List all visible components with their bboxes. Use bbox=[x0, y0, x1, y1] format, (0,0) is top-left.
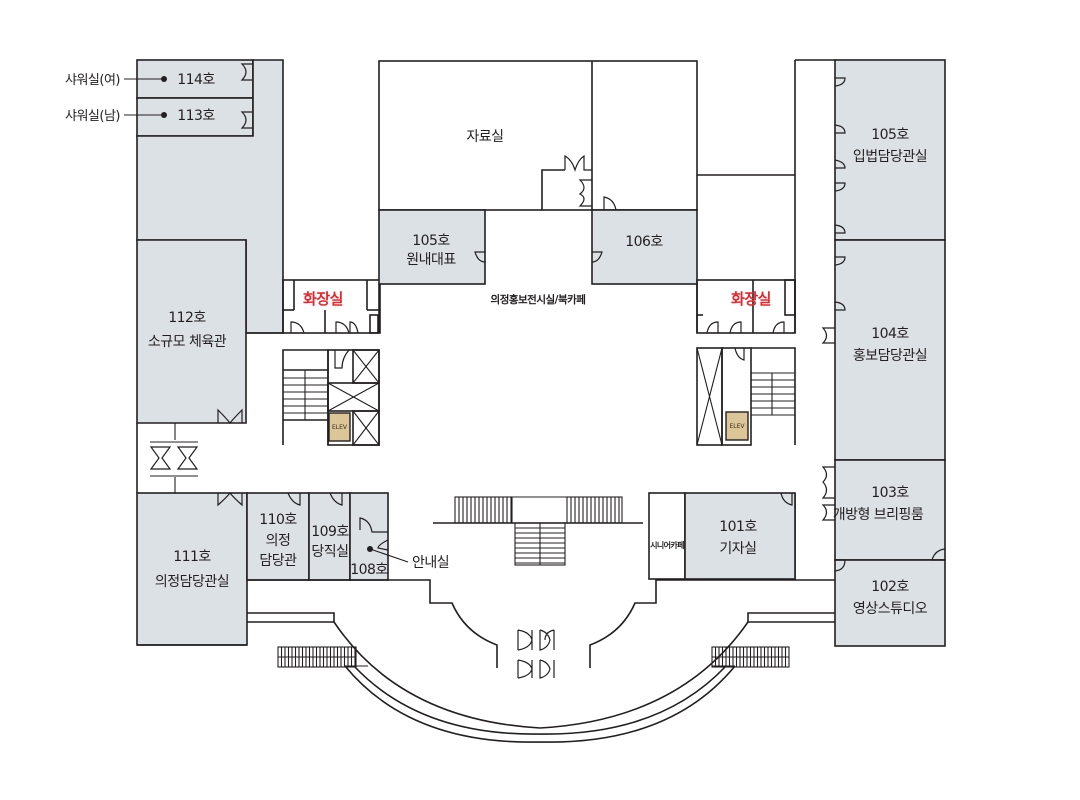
door-103-icon[interactable] bbox=[821, 466, 835, 499]
room-105w-name: 원내대표 bbox=[406, 252, 456, 268]
callout-108: 안내실 bbox=[367, 546, 450, 571]
south-east-steps-icon bbox=[711, 646, 790, 668]
door-114-icon[interactable] bbox=[240, 63, 253, 81]
elevator-label: ELEV bbox=[332, 424, 348, 431]
room-111-name: 의정담당관실 bbox=[155, 574, 229, 590]
east-wing bbox=[794, 59, 946, 647]
room-105e-name: 입법담당관실 bbox=[853, 149, 927, 165]
room-111[interactable] bbox=[136, 492, 248, 646]
door-archive-icon[interactable] bbox=[564, 154, 592, 173]
room-103[interactable] bbox=[834, 459, 946, 561]
hall-name: 의정홍보전시실/북카페 bbox=[491, 293, 586, 306]
senior-cafe[interactable] bbox=[648, 492, 686, 580]
door-112-icon[interactable] bbox=[217, 408, 243, 424]
restroom-west-label: 화장실 bbox=[303, 290, 343, 308]
room-113[interactable] bbox=[136, 97, 254, 137]
callout-label-114: 샤워실(여) bbox=[65, 73, 120, 88]
door-101-icon[interactable] bbox=[780, 492, 793, 506]
room-110-name-line1: 의정 bbox=[266, 533, 291, 549]
room-103-name: 개방형 브리핑룸 bbox=[833, 507, 924, 523]
shafts-west bbox=[327, 349, 380, 446]
elevator-icon bbox=[328, 412, 351, 442]
west-core: ELEV bbox=[282, 279, 381, 446]
room-104-name: 홍보담당관실 bbox=[853, 348, 927, 364]
room-103-number: 103호 bbox=[871, 485, 909, 501]
callout-113: 샤워실(남) bbox=[65, 109, 167, 124]
shafts-east bbox=[696, 347, 752, 446]
door-105w-icon[interactable] bbox=[474, 251, 486, 263]
room-110-number: 110호 bbox=[259, 512, 297, 528]
stairs-east-icon bbox=[751, 347, 796, 445]
door-108-icon[interactable] bbox=[359, 517, 388, 533]
door-110-icon[interactable] bbox=[287, 492, 301, 506]
room-archive[interactable] bbox=[378, 60, 698, 211]
south-central bbox=[247, 492, 835, 743]
room-106[interactable] bbox=[591, 209, 698, 285]
elevator-label: ELEV bbox=[729, 423, 745, 430]
room-111-number: 111호 bbox=[173, 549, 211, 565]
room-104[interactable] bbox=[834, 239, 946, 461]
room-112-name: 소규모 체육관 bbox=[148, 334, 227, 350]
room-108-number: 108호 bbox=[350, 562, 388, 578]
west-wing bbox=[136, 59, 389, 646]
elevator-east[interactable]: ELEV bbox=[725, 411, 749, 441]
central-north bbox=[378, 60, 795, 333]
room-109-number: 109호 bbox=[311, 524, 349, 540]
archive-name: 자료실 bbox=[466, 129, 503, 145]
room-113-number: 113호 bbox=[177, 108, 215, 124]
room-105w-number: 105호 bbox=[412, 233, 450, 249]
room-102-number: 102호 bbox=[871, 579, 909, 595]
callout-dot-icon bbox=[161, 112, 167, 118]
west-entrance-doors-icon[interactable] bbox=[149, 441, 199, 477]
room-105-west[interactable] bbox=[378, 209, 486, 285]
senior-cafe-name: 시니어카페 bbox=[650, 540, 684, 550]
door-109-icon[interactable] bbox=[329, 492, 343, 506]
room-109-name: 당직실 bbox=[311, 544, 348, 560]
room-101[interactable] bbox=[684, 492, 796, 580]
room-101-name: 기자실 bbox=[719, 541, 756, 557]
room-102[interactable] bbox=[834, 559, 946, 647]
stairs-west-icon bbox=[282, 349, 329, 445]
room-112[interactable] bbox=[136, 239, 283, 424]
room-102-name: 영상스튜디오 bbox=[853, 601, 928, 617]
room-114-number: 114호 bbox=[177, 72, 215, 88]
room-104-number: 104호 bbox=[871, 326, 909, 342]
restroom-west[interactable] bbox=[282, 279, 381, 334]
grand-stair-treads bbox=[458, 497, 620, 564]
east-core: ELEV bbox=[696, 279, 796, 446]
callout-114: 샤워실(여) bbox=[65, 73, 167, 88]
elevator-icon bbox=[725, 411, 749, 441]
callout-dot-icon bbox=[161, 76, 167, 82]
room-105-east[interactable] bbox=[834, 59, 946, 241]
room-105e-number: 105호 bbox=[871, 127, 909, 143]
room-110-name-line2: 담당관 bbox=[259, 553, 297, 569]
restroom-east-label: 화장실 bbox=[731, 290, 771, 308]
room-112-number: 112호 bbox=[168, 310, 206, 326]
elevator-west[interactable]: ELEV bbox=[328, 412, 351, 442]
callout-label-113: 샤워실(남) bbox=[65, 109, 120, 124]
callout-label-108: 안내실 bbox=[412, 555, 449, 571]
room-106-number: 106호 bbox=[625, 234, 663, 250]
door-106-icon[interactable] bbox=[591, 251, 603, 263]
door-111-icon[interactable] bbox=[217, 492, 243, 507]
south-west-steps-icon bbox=[277, 646, 357, 668]
door-113-icon[interactable] bbox=[240, 111, 253, 129]
main-entrance-doors-icon[interactable] bbox=[517, 629, 555, 679]
room-101-number: 101호 bbox=[719, 519, 757, 535]
